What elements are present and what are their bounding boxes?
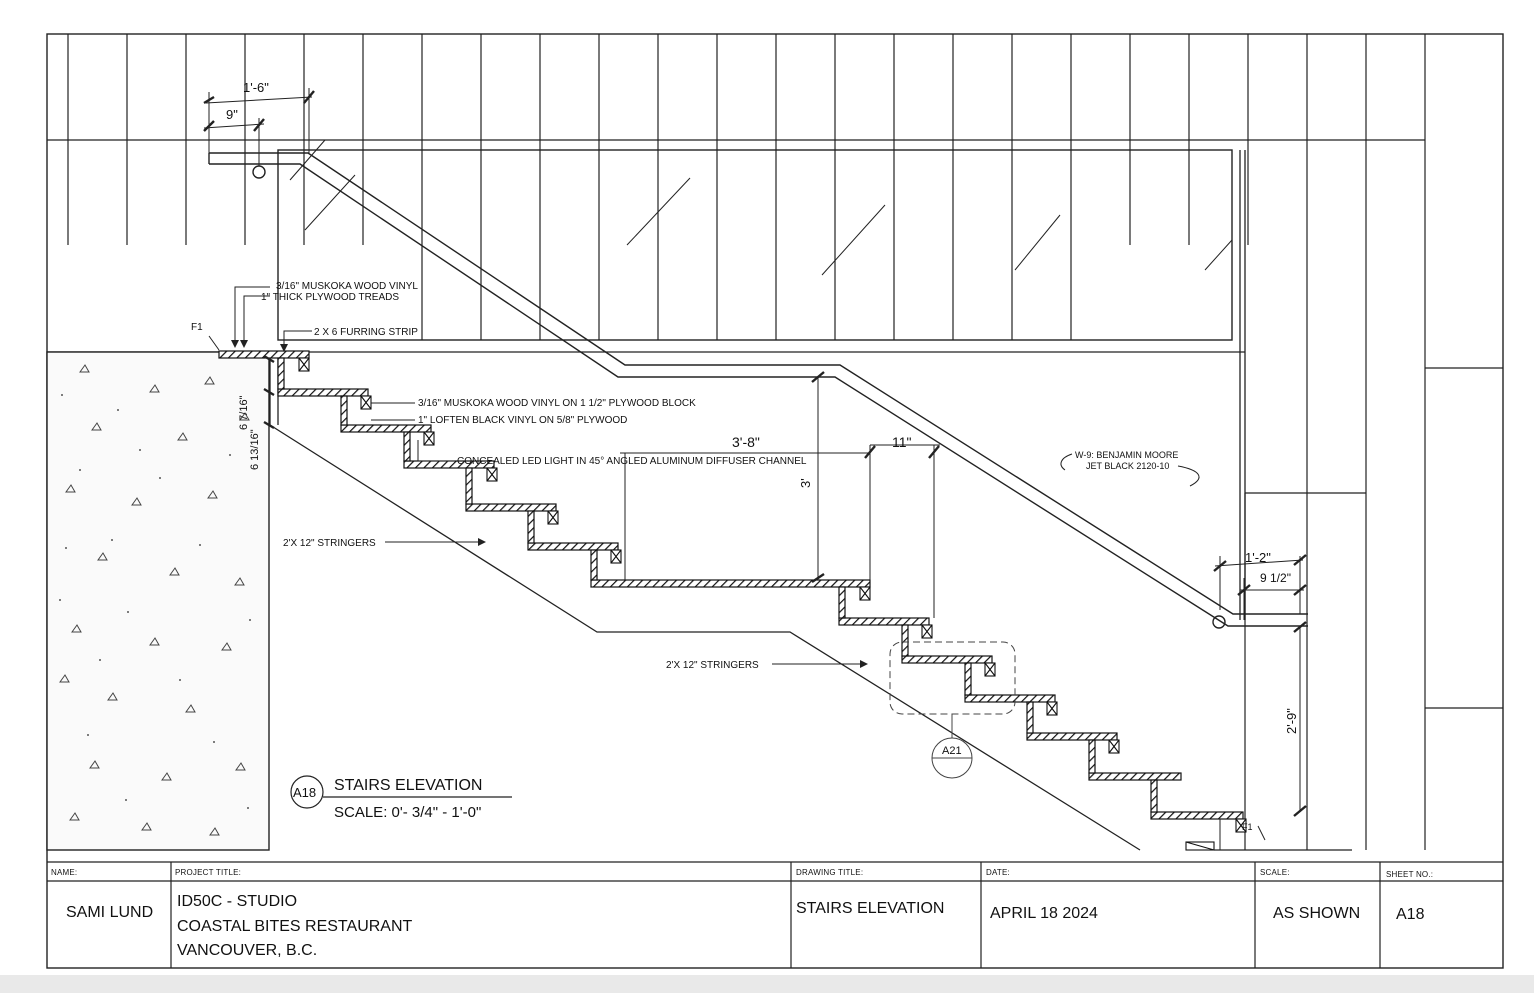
handrail [208,152,1308,629]
view-title: A18 STAIRS ELEVATION SCALE: 0'- 3/4" - 1… [290,775,512,821]
nosing-blocks [298,357,1247,851]
glass-guard [47,139,1246,620]
scale-value: AS SHOWN [1273,905,1361,922]
dim-handrail-return: 1'-6" [243,80,269,95]
title-block-grid [47,861,1503,968]
detail-ref-label: A21 [942,745,962,757]
view-scale-text: SCALE: 0'- 3/4" - 1'-0" [334,804,481,821]
leader-lines [208,286,1266,841]
note-led: CONCEALED LED LIGHT IN 45° ANGLED ALUMIN… [457,456,807,467]
concrete-specks [59,394,251,809]
date-value: APRIL 18 2024 [990,905,1098,922]
dim-post-offset: 9" [226,107,238,122]
dimension-lines [203,88,1307,817]
dim-bottom-offset: 9 1/2" [1260,571,1291,585]
concrete-aggregate [59,364,250,836]
dim-landing-length: 3'-8" [732,434,760,450]
detail-callout [889,641,1016,779]
sheet-number-label: SHEET NO.: [1386,870,1434,879]
treads [218,350,1244,820]
name-label: NAME: [51,868,78,877]
view-title-text: STAIRS ELEVATION [334,777,482,794]
note-block-finish: 3/16" MUSKOKA WOOD VINYL ON 1 1/2" PLYWO… [418,398,696,409]
leader-arrowheads [231,340,868,668]
note-stringers-upper: 2'X 12" STRINGERS [283,538,376,549]
note-paint-line1: W-9: BENJAMIN MOORE [1075,450,1178,460]
drawing-title-label: DRAWING TITLE: [796,868,864,877]
note-paint-line2: JET BLACK 2120-10 [1086,461,1169,471]
scale-label: SCALE: [1260,868,1290,877]
drawing-title: STAIRS ELEVATION [796,900,945,917]
note-furring: 2 X 6 FURRING STRIP [314,327,418,338]
note-stringers-lower: 2'X 12" STRINGERS [666,660,759,671]
note-tread-finish: 3/16" MUSKOKA WOOD VINYL [276,281,418,292]
note-riser-finish: 1" LOFTEN BLACK VINYL ON 5/8" PLYWOOD [418,415,627,426]
project-label: PROJECT TITLE: [175,868,242,877]
view-tag: A18 [293,785,316,800]
page-bottom-edge [0,975,1534,993]
dim-bottom-return: 1'-2" [1245,550,1271,565]
dim-riser-bottom: 6 13/16" [249,429,261,470]
risers [277,357,1158,813]
project-line1: ID50C - STUDIO [177,893,298,910]
concrete-wall [46,351,270,851]
sheet-number: A18 [1396,906,1425,923]
dim-landing-rail-height: 3' [798,478,813,488]
project-line2: COASTAL BITES RESTAURANT [177,918,413,935]
dim-rail-height-bottom: 2'-9" [1284,708,1299,734]
note-floor-ref-bottom: F1 [1242,822,1253,832]
designer-name: SAMI LUND [66,904,154,921]
date-label: DATE: [986,868,1010,877]
note-floor-ref: F1 [191,322,203,333]
dim-tread-depth: 11" [892,434,912,450]
wall-panels [47,34,1503,850]
project-line3: VANCOUVER, B.C. [177,942,318,959]
dim-riser-top: 6 7/16" [238,395,250,430]
note-plywood-treads: 1" THICK PLYWOOD TREADS [261,292,399,303]
